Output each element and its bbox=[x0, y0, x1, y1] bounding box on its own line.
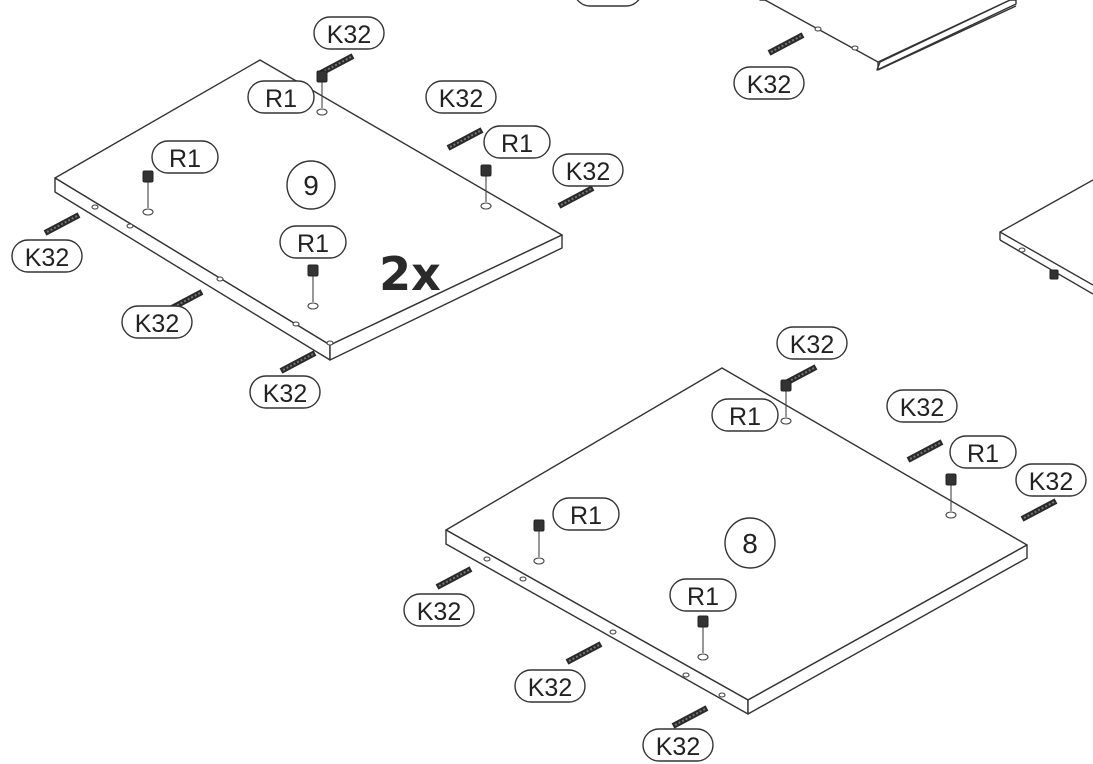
dowel-k32 bbox=[908, 442, 942, 460]
partial-panel-right bbox=[999, 179, 1093, 295]
label-r1: R1 bbox=[967, 440, 999, 468]
label-pill-r1: R1 bbox=[552, 497, 620, 531]
panel-8: 8 K32 R1 K32 R1 K32 R1 R1 K32 K32 K32 bbox=[403, 326, 1087, 762]
label-pill-r1: R1 bbox=[151, 140, 219, 174]
part-number-9-text: 9 bbox=[303, 170, 319, 201]
dowel-k32 bbox=[45, 215, 79, 233]
label-pill-k32: K32 bbox=[403, 593, 475, 627]
label-pill-r1: R1 bbox=[279, 225, 347, 259]
label-r1: R1 bbox=[570, 502, 602, 530]
label-pill-k32: K32 bbox=[642, 728, 714, 762]
label-pill-k32: K32 bbox=[313, 16, 385, 50]
part-number-8-text: 8 bbox=[742, 528, 758, 559]
label-r1: R1 bbox=[729, 403, 761, 431]
label-pill-r1: R1 bbox=[483, 125, 551, 159]
label-pill-k32: K32 bbox=[249, 375, 321, 409]
part-number-9: 9 bbox=[286, 160, 336, 210]
label-k32: K32 bbox=[439, 85, 483, 113]
dowel-k32 bbox=[448, 130, 482, 148]
label-pill-k32: K32 bbox=[514, 669, 586, 703]
label-k32: K32 bbox=[900, 394, 944, 422]
dowel-k32 bbox=[567, 644, 601, 662]
panel-9: 9 2x K32 R1 K32 R1 K32 R1 R1 K32 K32 K32 bbox=[11, 16, 624, 409]
label-pill-k32: K32 bbox=[121, 305, 193, 339]
label-pill-k32: K32 bbox=[11, 239, 83, 273]
label-r1: R1 bbox=[169, 145, 201, 173]
label-k32: K32 bbox=[790, 331, 834, 359]
label-r1: R1 bbox=[501, 130, 533, 158]
label-k32: K32 bbox=[1029, 468, 1073, 496]
partial-panel-top: K32 bbox=[576, 0, 1017, 100]
label-k32: K32 bbox=[656, 733, 700, 761]
label-pill-k32: K32 bbox=[776, 326, 848, 360]
label-pill-r1: R1 bbox=[711, 398, 779, 432]
label-pill-r1: R1 bbox=[949, 435, 1017, 469]
label-pill-k32: K32 bbox=[1015, 463, 1087, 497]
label-pill-k32: K32 bbox=[425, 80, 497, 114]
label-k32: K32 bbox=[417, 598, 461, 626]
label-k32: K32 bbox=[263, 380, 307, 408]
label-k32: K32 bbox=[135, 310, 179, 338]
label-pill-r1: R1 bbox=[247, 80, 315, 114]
dowel-k32 bbox=[437, 569, 471, 587]
label-pill-r1: R1 bbox=[669, 578, 737, 612]
label-k32: K32 bbox=[327, 21, 371, 49]
dowel-k32 bbox=[281, 353, 315, 371]
part-number-8: 8 bbox=[724, 517, 776, 569]
label-r1: R1 bbox=[265, 85, 297, 113]
label-pill-k32: K32 bbox=[886, 389, 958, 423]
label-pill-k32: K32 bbox=[733, 66, 805, 100]
label-r1: R1 bbox=[687, 583, 719, 611]
label-pill-k32: K32 bbox=[552, 153, 624, 187]
label-k32: K32 bbox=[566, 158, 610, 186]
label-r1: R1 bbox=[297, 230, 329, 258]
dowel-k32 bbox=[559, 188, 593, 206]
quantity-2x: 2x bbox=[379, 247, 441, 301]
label-k32: K32 bbox=[747, 71, 791, 99]
dowel-k32 bbox=[769, 35, 803, 53]
dowel-k32 bbox=[673, 708, 707, 726]
label-k32: K32 bbox=[25, 244, 69, 272]
label-k32: K32 bbox=[528, 674, 572, 702]
dowel-k32 bbox=[1022, 501, 1056, 519]
